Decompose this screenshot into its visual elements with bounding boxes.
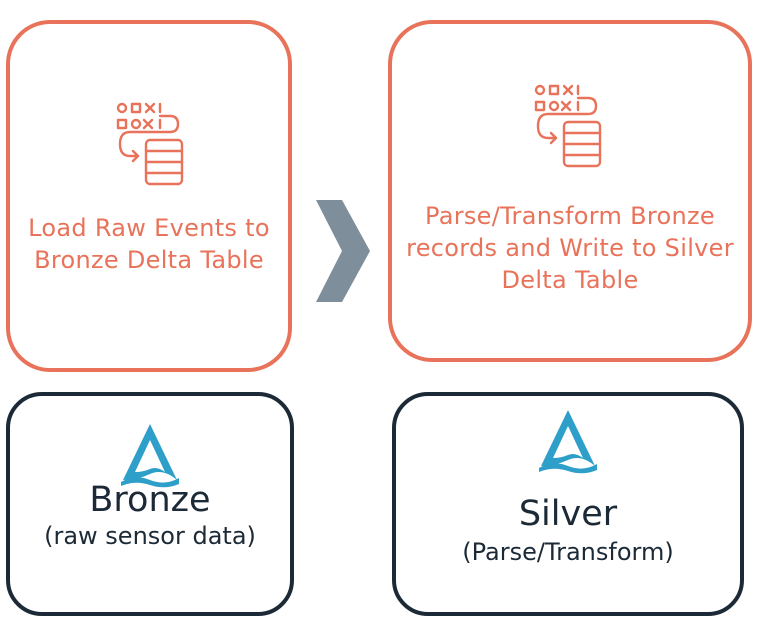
stage-title: Load Raw Events to Bronze Delta Table bbox=[28, 214, 270, 274]
layer-name: Bronze bbox=[89, 480, 211, 520]
data-pipeline-icon bbox=[534, 84, 602, 168]
stage-title: Parse/Transform Bronze records and Write… bbox=[406, 202, 734, 294]
layer-name: Silver bbox=[518, 494, 618, 534]
layer-description: (Parse/Transform) bbox=[462, 538, 674, 566]
stage-load-raw-events: Load Raw Events to Bronze Delta Table bbox=[6, 20, 292, 372]
chevron-right-icon bbox=[316, 200, 370, 302]
layer-silver: Silver (Parse/Transform) bbox=[392, 392, 744, 616]
layer-bronze: Bronze (raw sensor data) bbox=[6, 392, 294, 616]
delta-lake-icon bbox=[539, 410, 597, 474]
stage-parse-transform: Parse/Transform Bronze records and Write… bbox=[388, 20, 752, 362]
data-pipeline-icon bbox=[116, 102, 184, 186]
layer-description: (raw sensor data) bbox=[44, 522, 256, 550]
delta-lake-icon bbox=[121, 424, 179, 488]
